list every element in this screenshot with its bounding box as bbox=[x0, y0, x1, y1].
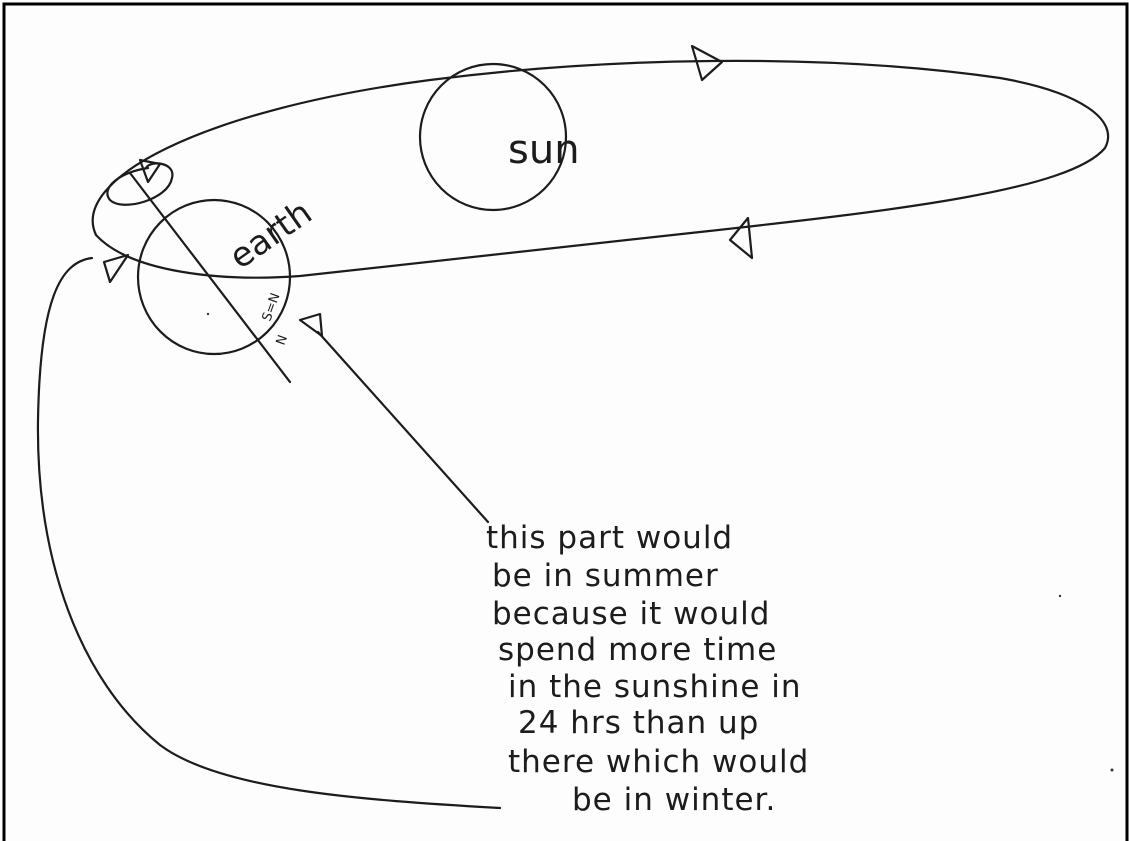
note-line-2: be in summer bbox=[492, 558, 719, 594]
sun-label: sun bbox=[508, 127, 580, 173]
orbit-arrow-top bbox=[690, 44, 724, 82]
orbit-path bbox=[91, 59, 1110, 279]
axis-small-text: S=N bbox=[260, 291, 284, 323]
speck-2 bbox=[1058, 594, 1062, 598]
earth-axis bbox=[128, 171, 292, 384]
speck-1 bbox=[1110, 768, 1114, 772]
note-line-7: there which would bbox=[508, 744, 809, 780]
sun-circle bbox=[418, 62, 568, 212]
spin-loop bbox=[106, 162, 174, 206]
orbit-arrow-bottom bbox=[728, 216, 754, 260]
winter-connector-line bbox=[36, 256, 502, 810]
note-line-3: because it would bbox=[492, 596, 770, 632]
earth-label: earth bbox=[222, 193, 319, 278]
note-line-8: be in winter. bbox=[572, 782, 776, 818]
speck-3 bbox=[206, 312, 210, 316]
axis-tick-label: N bbox=[274, 333, 291, 347]
spin-arrow-icon bbox=[138, 158, 162, 184]
note-line-1: this part would bbox=[486, 520, 733, 556]
note-line-5: in the sunshine in bbox=[508, 669, 802, 705]
note-line-4: spend more time bbox=[498, 632, 777, 668]
pointer-line bbox=[316, 330, 490, 524]
note-line-6: 24 hrs than up bbox=[518, 705, 759, 741]
pointer-arrowhead-icon bbox=[298, 312, 324, 338]
earth-circle bbox=[136, 198, 292, 356]
orbit-arrow-left bbox=[102, 253, 130, 284]
